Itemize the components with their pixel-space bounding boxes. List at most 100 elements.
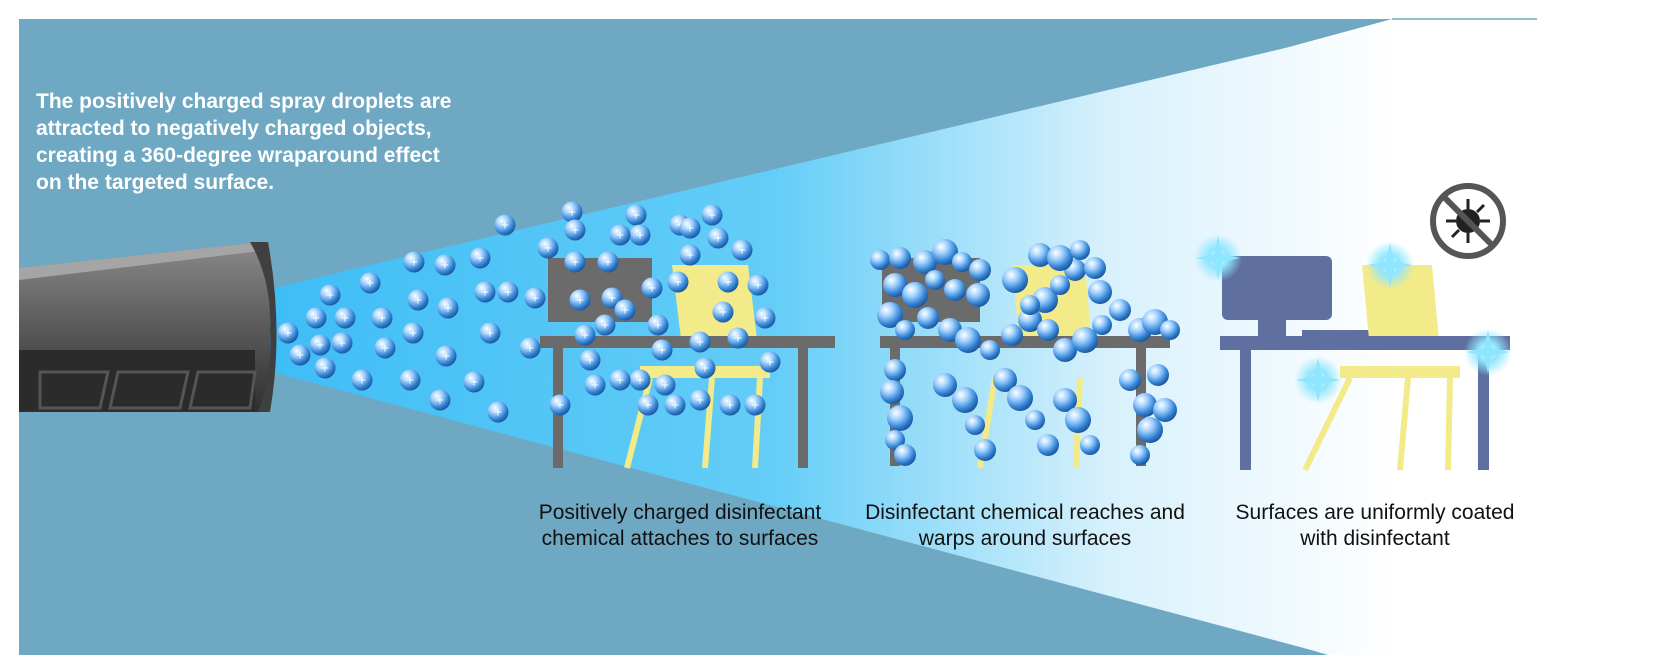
- droplet-layer: + + + + + + + + + + + + + + + + + + + + + + + + + + + + + + + + + + + + + + + +…: [277, 201, 1180, 466]
- charged-droplet-icon: [877, 302, 903, 328]
- svg-text:+: +: [604, 254, 612, 269]
- svg-text:+: +: [724, 274, 732, 289]
- svg-text:+: +: [526, 340, 534, 355]
- charged-droplet-icon: [883, 273, 907, 297]
- no-virus-icon: [1430, 183, 1506, 259]
- charged-droplet-icon: +: [629, 369, 651, 391]
- charged-droplet-icon: +: [689, 331, 711, 353]
- charged-droplet-icon: [1007, 385, 1033, 411]
- charged-droplet-icon: +: [717, 271, 739, 293]
- charged-droplet-icon: [1050, 275, 1070, 295]
- charged-droplet-icon: +: [399, 369, 421, 391]
- charged-droplet-icon: +: [479, 322, 501, 344]
- charged-droplet-icon: +: [463, 371, 485, 393]
- charged-droplet-icon: +: [569, 289, 591, 311]
- svg-text:+: +: [761, 310, 769, 325]
- svg-text:+: +: [341, 310, 349, 325]
- charged-droplet-icon: +: [609, 369, 631, 391]
- svg-text:+: +: [734, 330, 742, 345]
- charged-droplet-icon: +: [727, 327, 749, 349]
- charged-droplet-icon: +: [609, 224, 631, 246]
- clean-sparkle-icon: [1294, 356, 1342, 404]
- charged-droplet-icon: [966, 283, 990, 307]
- svg-text:+: +: [648, 280, 656, 295]
- charged-droplet-icon: +: [497, 281, 519, 303]
- charged-droplet-icon: [952, 252, 972, 272]
- svg-text:+: +: [476, 250, 484, 265]
- svg-text:+: +: [686, 247, 694, 262]
- charged-droplet-icon: [1053, 388, 1077, 412]
- svg-text:+: +: [674, 274, 682, 289]
- charged-droplet-icon: +: [731, 239, 753, 261]
- svg-text:+: +: [658, 342, 666, 357]
- sparkle-layer: [1194, 234, 1512, 404]
- charged-droplet-icon: +: [679, 217, 701, 239]
- caption-line: Surfaces are uniformly coated: [1235, 501, 1515, 524]
- svg-text:+: +: [296, 347, 304, 362]
- charged-droplet-icon: +: [597, 251, 619, 273]
- charged-droplet-icon: [1130, 445, 1150, 465]
- stage1-caption: Positively charged disinfectant chemical…: [515, 500, 845, 552]
- charged-droplet-icon: +: [429, 389, 451, 411]
- charged-droplet-icon: [880, 380, 904, 404]
- svg-text:+: +: [531, 290, 539, 305]
- svg-text:+: +: [576, 292, 584, 307]
- svg-text:+: +: [378, 310, 386, 325]
- headline-line: creating a 360-degree wraparound effect: [36, 144, 440, 167]
- svg-text:+: +: [696, 392, 704, 407]
- charged-droplet-icon: +: [707, 227, 729, 249]
- charged-droplet-icon: +: [564, 219, 586, 241]
- charged-droplet-icon: +: [319, 284, 341, 306]
- charged-droplet-icon: [1070, 240, 1090, 260]
- charged-droplet-icon: [1001, 324, 1023, 346]
- charged-droplet-icon: +: [331, 332, 353, 354]
- charged-droplet-icon: +: [403, 251, 425, 273]
- charged-droplet-icon: [1092, 315, 1112, 335]
- svg-text:+: +: [686, 220, 694, 235]
- charged-droplet-icon: +: [407, 289, 429, 311]
- svg-text:+: +: [481, 284, 489, 299]
- caption-line: warps around surfaces: [918, 527, 1132, 550]
- charged-droplet-icon: [1137, 417, 1163, 443]
- charged-droplet-icon: +: [641, 277, 663, 299]
- svg-text:+: +: [726, 397, 734, 412]
- svg-text:+: +: [406, 372, 414, 387]
- charged-droplet-icon: [913, 250, 937, 274]
- charged-droplet-icon: [1025, 410, 1045, 430]
- svg-text:+: +: [616, 372, 624, 387]
- svg-text:+: +: [568, 204, 576, 219]
- svg-text:+: +: [494, 404, 502, 419]
- charged-droplet-icon: +: [374, 337, 396, 359]
- svg-text:+: +: [442, 348, 450, 363]
- svg-text:+: +: [754, 277, 762, 292]
- charged-droplet-icon: [887, 405, 913, 431]
- charged-droplet-icon: +: [614, 299, 636, 321]
- svg-text:+: +: [444, 300, 452, 315]
- charged-droplet-icon: [885, 430, 905, 450]
- charged-droplet-icon: +: [487, 401, 509, 423]
- svg-text:+: +: [436, 392, 444, 407]
- svg-text:+: +: [719, 304, 727, 319]
- charged-droplet-icon: [925, 270, 945, 290]
- charged-droplet-icon: +: [469, 247, 491, 269]
- svg-text:+: +: [644, 397, 652, 412]
- charged-droplet-icon: [993, 368, 1017, 392]
- charged-droplet-icon: [952, 387, 978, 413]
- charged-droplet-icon: [933, 373, 957, 397]
- svg-text:+: +: [616, 227, 624, 242]
- sprayer-nozzle-icon: [19, 242, 277, 412]
- charged-droplet-icon: +: [519, 337, 541, 359]
- charged-droplet-icon: +: [584, 374, 606, 396]
- charged-droplet-icon: [969, 259, 991, 281]
- caption-line: Disinfectant chemical reaches and: [865, 501, 1185, 524]
- svg-text:+: +: [410, 254, 418, 269]
- charged-droplet-icon: [902, 282, 928, 308]
- clean-sparkle-icon: [1464, 328, 1512, 376]
- charged-droplet-icon: +: [679, 244, 701, 266]
- caption-line: Positively charged disinfectant: [538, 501, 822, 524]
- charged-droplet-icon: +: [549, 394, 571, 416]
- charged-droplet-icon: +: [359, 272, 381, 294]
- charged-droplet-icon: +: [314, 357, 336, 379]
- charged-droplet-icon: +: [625, 204, 647, 226]
- charged-droplet-icon: +: [594, 314, 616, 336]
